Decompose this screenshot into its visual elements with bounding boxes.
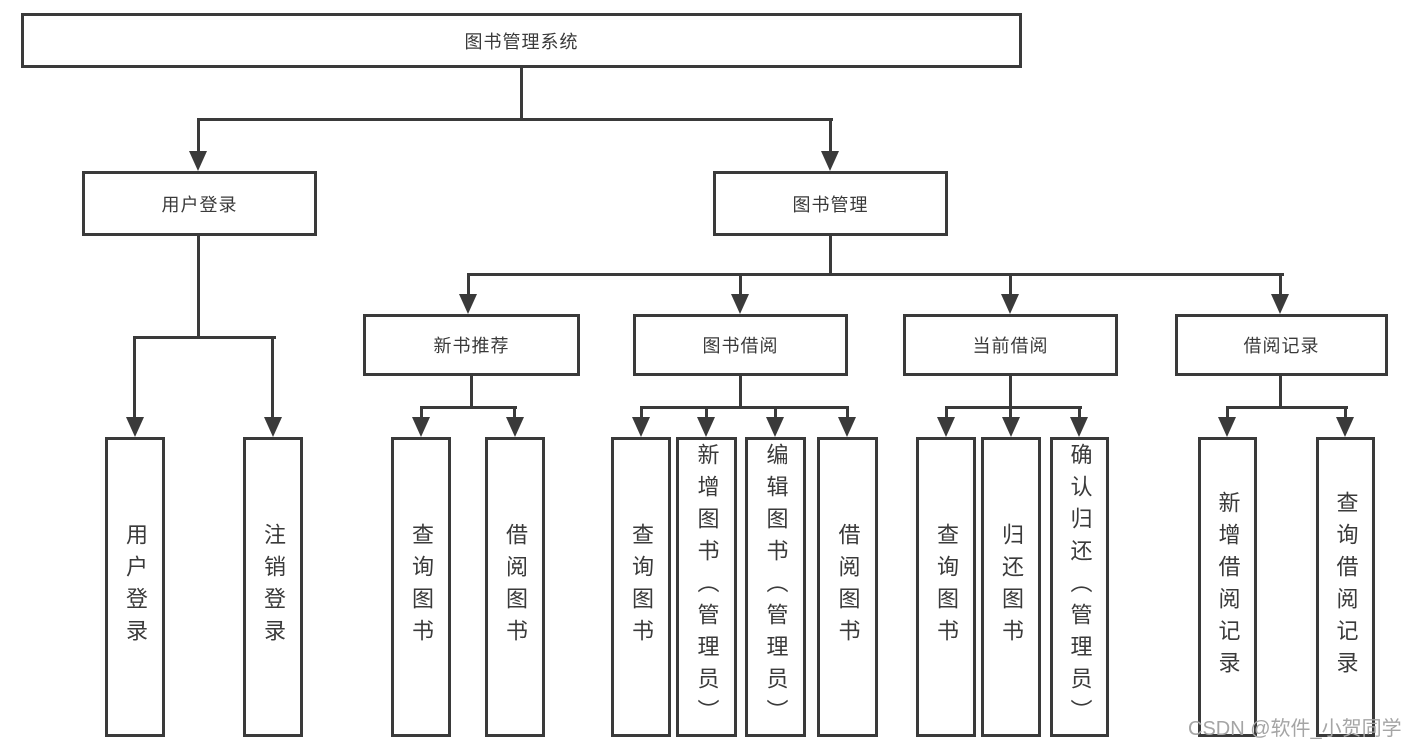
- node-label: 图书借阅: [702, 336, 779, 356]
- leaf-label: 编辑图书（管理员）: [763, 443, 789, 731]
- connector-vline: [640, 406, 643, 422]
- connector-vline: [197, 236, 200, 338]
- arrowhead-down-icon: [1218, 417, 1236, 437]
- connector-vline: [829, 118, 832, 155]
- connector-hline: [197, 118, 833, 121]
- connector-vline: [1279, 376, 1282, 409]
- connector-vline: [1226, 406, 1229, 422]
- leaf-query-books-current: 查询图书: [916, 437, 976, 737]
- arrowhead-down-icon: [821, 151, 839, 171]
- leaf-return-books: 归还图书: [981, 437, 1041, 737]
- connector-hline: [1226, 406, 1348, 409]
- leaf-label: 归还图书: [999, 523, 1024, 651]
- leaf-label: 查询图书: [934, 523, 959, 651]
- arrowhead-down-icon: [1001, 294, 1019, 314]
- leaf-user-login: 用户登录: [105, 437, 165, 737]
- connector-vline: [271, 336, 274, 421]
- node-current-borrowing: 当前借阅: [903, 314, 1118, 376]
- leaf-label: 查询借阅记录: [1333, 491, 1359, 683]
- leaf-logout: 注销登录: [243, 437, 303, 737]
- node-book-management: 图书管理: [713, 171, 948, 236]
- arrowhead-down-icon: [1336, 417, 1354, 437]
- leaf-label: 注销登录: [261, 523, 286, 651]
- arrowhead-down-icon: [459, 294, 477, 314]
- leaf-add-books-admin: 新增图书（管理员）: [676, 437, 737, 737]
- arrowhead-down-icon: [1271, 294, 1289, 314]
- leaf-query-books-recommend: 查询图书: [391, 437, 451, 737]
- connector-vline: [739, 273, 742, 299]
- arrowhead-down-icon: [632, 417, 650, 437]
- leaf-label: 查询图书: [409, 523, 434, 651]
- node-user-login: 用户登录: [82, 171, 317, 236]
- node-label: 图书管理: [792, 194, 869, 215]
- connector-vline: [1078, 406, 1081, 422]
- node-new-book-recommendation: 新书推荐: [363, 314, 580, 376]
- connector-vline: [520, 68, 523, 120]
- node-book-borrowing: 图书借阅: [633, 314, 848, 376]
- leaf-label: 新增借阅记录: [1215, 491, 1241, 683]
- node-borrowing-records: 借阅记录: [1175, 314, 1388, 376]
- node-label: 图书管理系统: [464, 31, 579, 52]
- connector-hline: [133, 336, 276, 339]
- connector-hline: [467, 273, 1284, 276]
- arrowhead-down-icon: [731, 294, 749, 314]
- connector-vline: [739, 376, 742, 409]
- leaf-edit-books-admin: 编辑图书（管理员）: [745, 437, 806, 737]
- connector-vline: [846, 406, 849, 422]
- leaf-query-borrow-record: 查询借阅记录: [1316, 437, 1375, 737]
- leaf-label: 用户登录: [123, 523, 148, 651]
- leaf-query-books-borrowing: 查询图书: [611, 437, 671, 737]
- arrowhead-down-icon: [838, 417, 856, 437]
- leaf-confirm-return-admin: 确认归还（管理员）: [1050, 437, 1109, 737]
- arrowhead-down-icon: [766, 417, 784, 437]
- connector-vline: [1009, 273, 1012, 299]
- connector-hline: [945, 406, 1082, 409]
- node-label: 借阅记录: [1243, 336, 1320, 356]
- node-library-management-system: 图书管理系统: [21, 13, 1022, 68]
- connector-vline: [467, 273, 470, 299]
- connector-vline: [774, 406, 777, 422]
- leaf-borrow-books-recommend: 借阅图书: [485, 437, 545, 737]
- connector-vline: [470, 376, 473, 409]
- leaf-label: 借阅图书: [503, 523, 528, 651]
- node-label: 当前借阅: [972, 336, 1049, 356]
- connector-vline: [1009, 406, 1012, 422]
- arrowhead-down-icon: [506, 417, 524, 437]
- connector-vline: [1344, 406, 1347, 422]
- arrowhead-down-icon: [697, 417, 715, 437]
- connector-vline: [1279, 273, 1282, 299]
- connector-vline: [513, 406, 516, 422]
- connector-hline: [640, 406, 849, 409]
- arrowhead-down-icon: [1002, 417, 1020, 437]
- connector-vline: [197, 118, 200, 155]
- connector-vline: [945, 406, 948, 422]
- leaf-label: 确认归还（管理员）: [1067, 443, 1093, 731]
- connector-vline: [1009, 376, 1012, 409]
- node-label: 新书推荐: [433, 336, 510, 356]
- leaf-add-borrow-record: 新增借阅记录: [1198, 437, 1257, 737]
- csdn-watermark: CSDN @软件_小贺同学: [1188, 718, 1402, 740]
- arrowhead-down-icon: [189, 151, 207, 171]
- leaf-borrow-books-borrowing: 借阅图书: [817, 437, 878, 737]
- arrowhead-down-icon: [126, 417, 144, 437]
- connector-hline: [420, 406, 517, 409]
- connector-vline: [705, 406, 708, 422]
- connector-vline: [420, 406, 423, 422]
- node-label: 用户登录: [161, 194, 238, 215]
- leaf-label: 新增图书（管理员）: [694, 443, 720, 731]
- arrowhead-down-icon: [264, 417, 282, 437]
- arrowhead-down-icon: [937, 417, 955, 437]
- leaf-label: 查询图书: [629, 523, 654, 651]
- connector-vline: [829, 236, 832, 276]
- arrowhead-down-icon: [412, 417, 430, 437]
- connector-vline: [133, 336, 136, 421]
- leaf-label: 借阅图书: [835, 523, 861, 651]
- arrowhead-down-icon: [1070, 417, 1088, 437]
